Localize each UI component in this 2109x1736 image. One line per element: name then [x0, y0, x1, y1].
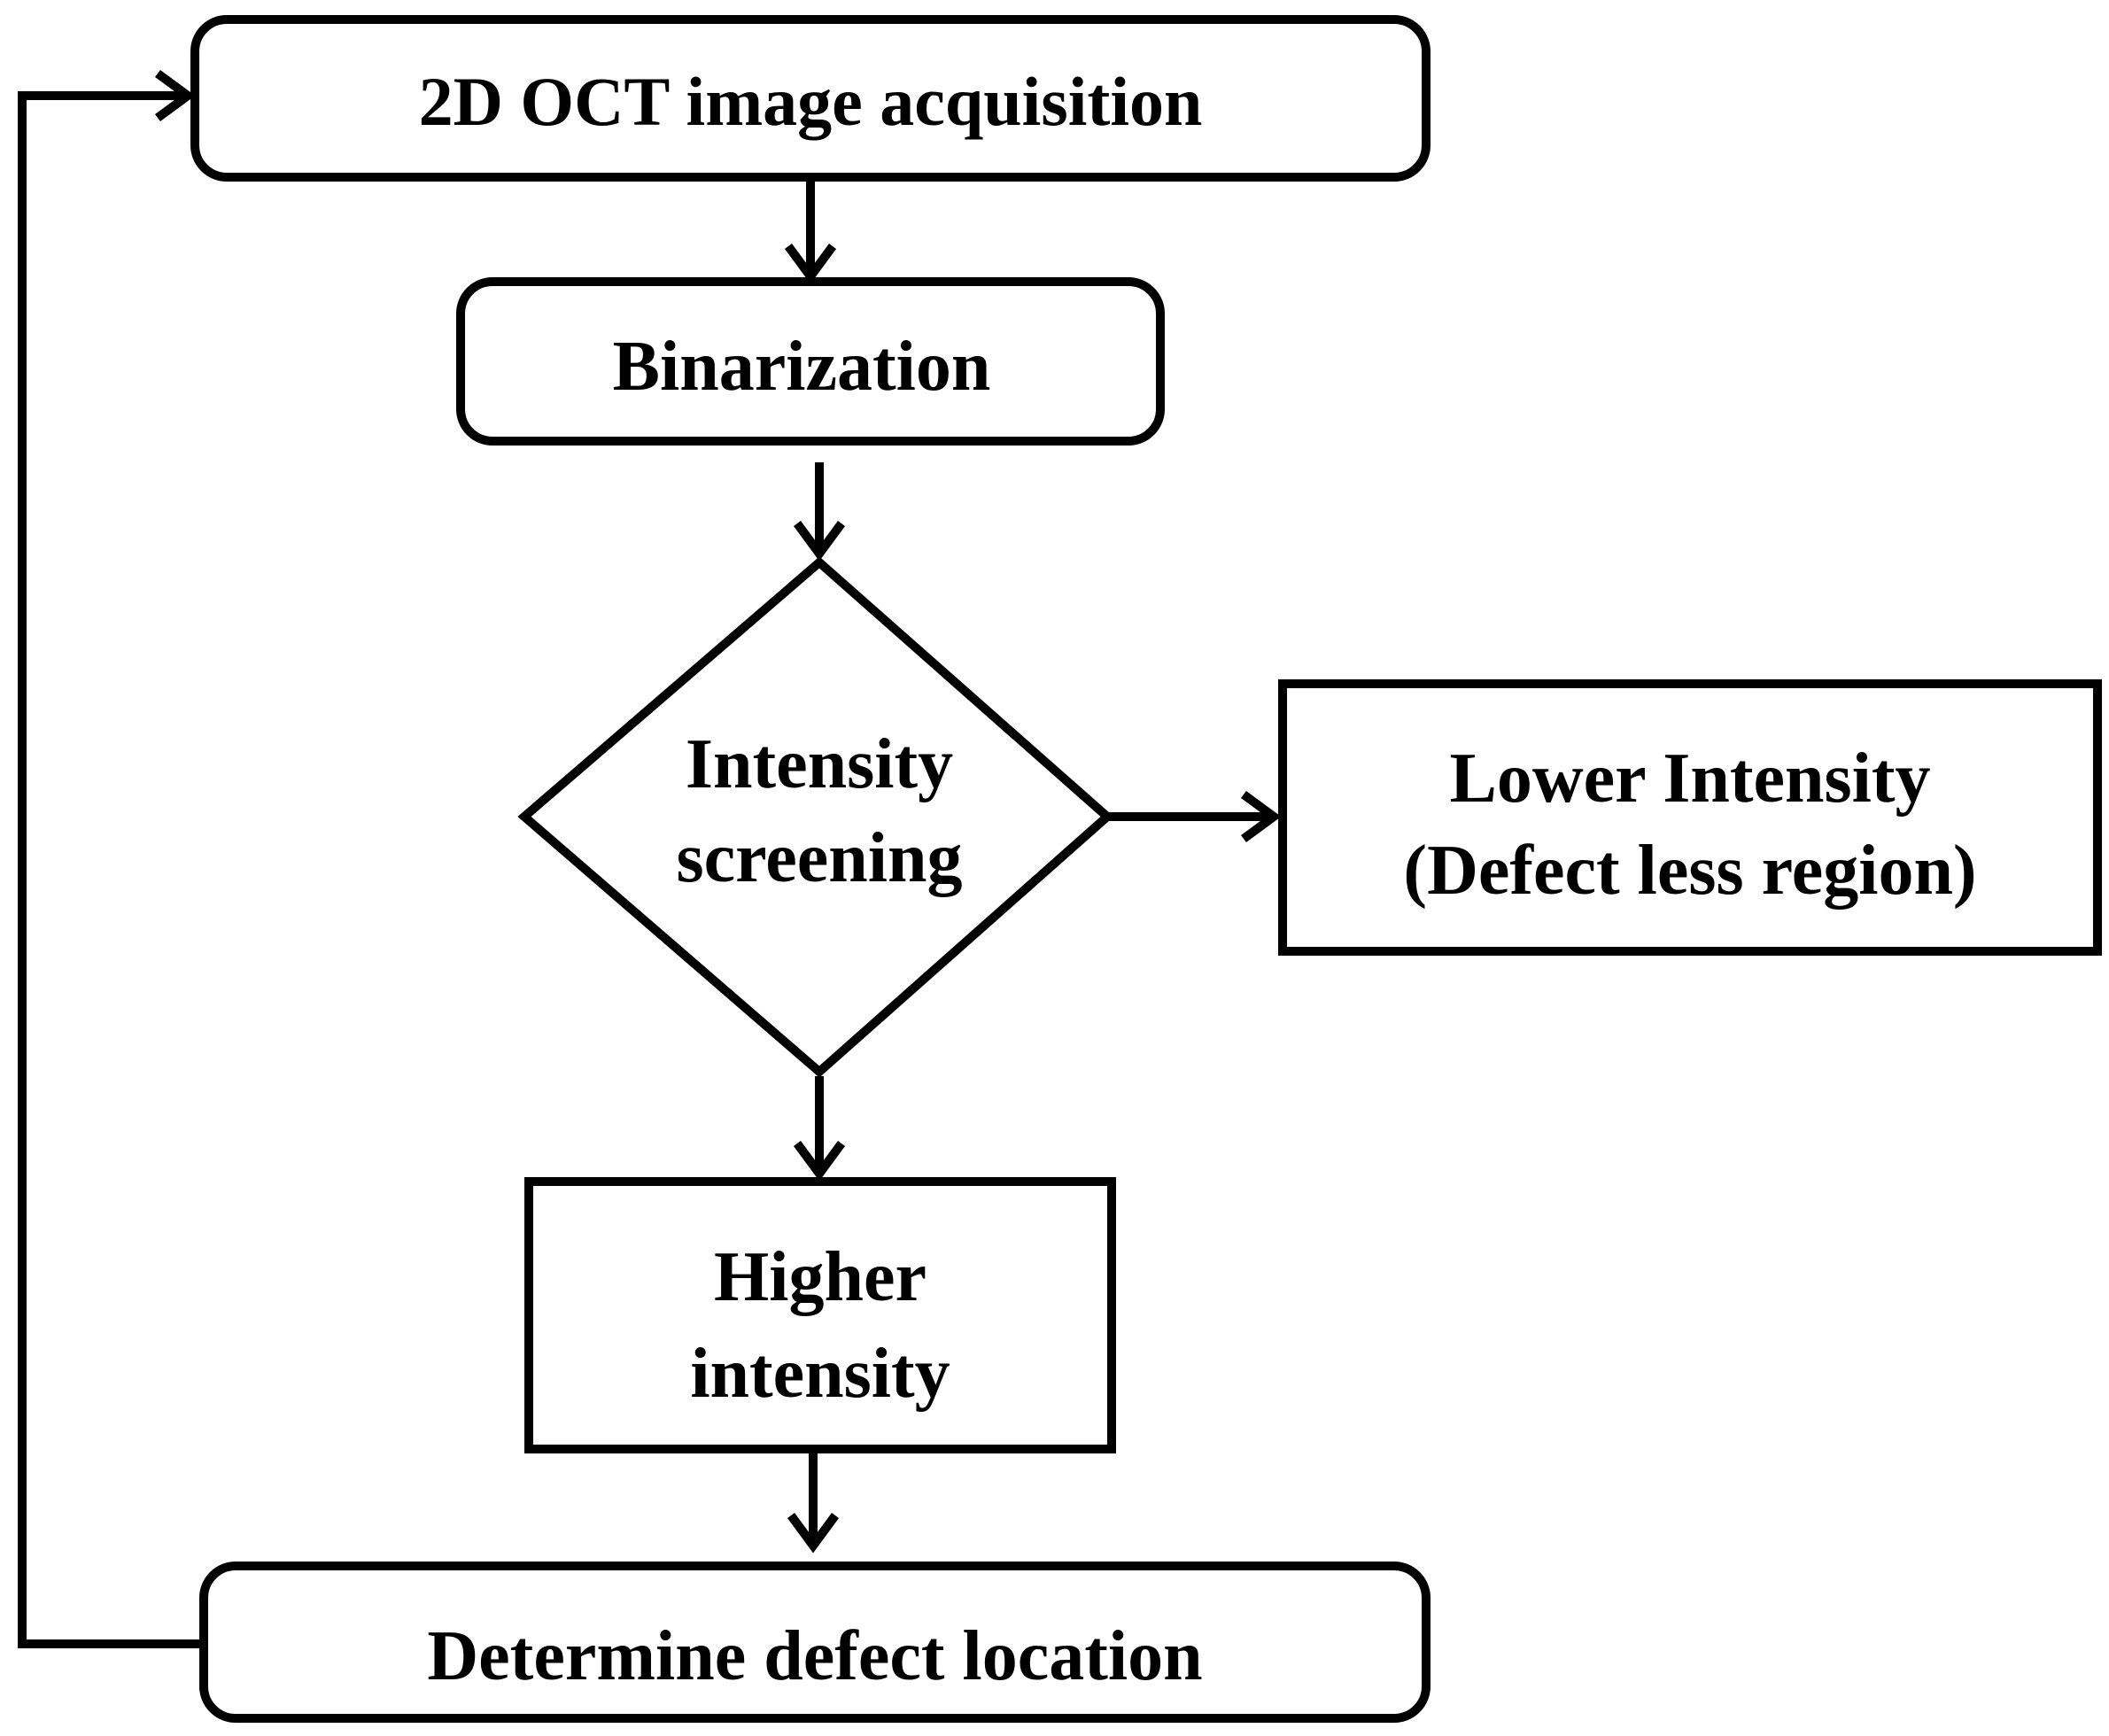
edges: [18, 69, 1282, 1648]
acquisition-label: 2D OCT image acquisition: [419, 63, 1203, 140]
arrowhead-higher-to-determine: [787, 1513, 840, 1554]
lower-intensity-label-line1: Lower Intensity: [1450, 740, 1931, 818]
arrowhead-acquisition-to-binarization: [784, 244, 837, 284]
arrowhead-determine-to-acquisition: [155, 69, 196, 122]
arrowhead-binarization-to-screening: [793, 521, 846, 562]
node-screening: Intensity screening: [517, 556, 1114, 1078]
lower-intensity-label-line2: (Defect less region): [1403, 832, 1976, 910]
screening-label-line2: screening: [677, 819, 963, 897]
arrowhead-screening-to-lower: [1241, 790, 1282, 843]
node-binarization: Binarization: [456, 277, 1165, 446]
screening-diamond: [517, 556, 1114, 1078]
acquisition-box: [190, 15, 1431, 182]
node-lower-intensity: Lower Intensity (Defect less region): [1278, 679, 2102, 956]
binarization-label: Binarization: [613, 328, 991, 406]
arrowhead-screening-to-higher: [793, 1141, 846, 1182]
screening-label-line1: Intensity: [686, 725, 953, 803]
arrow-determine-to-acquisition: [18, 91, 204, 1648]
higher-intensity-label-line1: Higher: [714, 1238, 927, 1316]
higher-intensity-box: [524, 1177, 1116, 1453]
node-acquisition: 2D OCT image acquisition: [190, 15, 1431, 182]
higher-intensity-label-line2: intensity: [690, 1335, 950, 1413]
node-determine-location: Determine defect location: [199, 1562, 1431, 1723]
lower-intensity-box: [1278, 679, 2102, 956]
determine-location-label: Determine defect location: [427, 1617, 1202, 1695]
node-higher-intensity: Higher intensity: [524, 1177, 1116, 1453]
